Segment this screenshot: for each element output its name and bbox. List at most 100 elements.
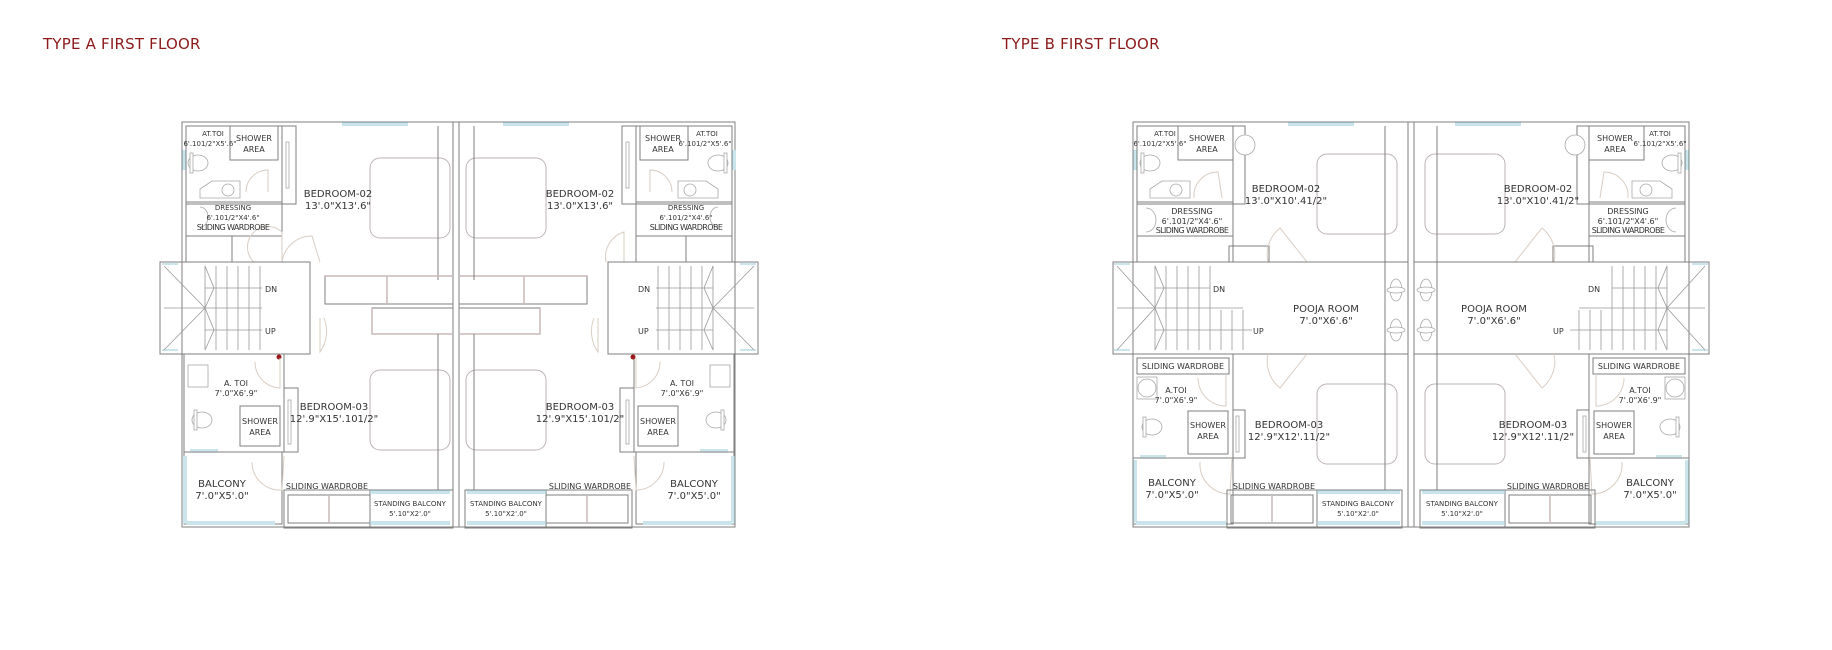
bedroom-02-label: BEDROOM-02	[304, 189, 373, 200]
shower-label-2: AREA	[1196, 145, 1218, 154]
att-toilet-size: 6'.101/2"X5'.6"	[678, 140, 731, 148]
pooja-room-label: POOJA ROOM	[1293, 304, 1359, 315]
wardrobe-top-label: SLIDING WARDROBE	[1598, 362, 1680, 371]
plan-title-type-b: TYPE B FIRST FLOOR	[1002, 35, 1160, 53]
balcony-size: 7'.0"X5'.0"	[1145, 490, 1198, 501]
a-toilet-label: A.TOI	[1165, 386, 1186, 395]
balcony-size: 7'.0"X5'.0"	[195, 491, 248, 502]
att-toilet-label: AT.TOI	[1649, 130, 1671, 138]
shower-label: SHOWER	[1189, 134, 1225, 143]
sliding-wardrobe-label: SLIDING WARDROBE	[1507, 482, 1589, 491]
standing-balcony-size: 5'.10"X2'.0"	[1337, 510, 1379, 518]
standing-balcony-size: 5'.10"X2'.0"	[1441, 510, 1483, 518]
pooja-room-size: 7'.0"X6'.6"	[1467, 316, 1520, 327]
bedroom-02-label: BEDROOM-02	[1252, 184, 1321, 195]
type-a-plan: AT.TOI 6'.101/2"X5'.6" SHOWER AREA DRESS…	[159, 121, 759, 529]
pooja-room-size: 7'.0"X6'.6"	[1299, 316, 1352, 327]
a-toilet-size: 7'.0"X6'.9"	[215, 389, 258, 398]
shower-label: SHOWER	[1597, 134, 1633, 143]
pooja-room-label: POOJA ROOM	[1461, 304, 1527, 315]
bedroom-03-label: BEDROOM-03	[300, 402, 369, 413]
wardrobe-top-label: SLIDING WARDROBE	[1142, 362, 1224, 371]
bedroom-03-size: 12'.9"X12'.11/2"	[1492, 432, 1574, 443]
sliding-wardrobe-label: SLIDING WARDROBE	[1592, 226, 1665, 235]
sliding-wardrobe-label: SLIDING WARDROBE	[1156, 226, 1229, 235]
shower-label-2: AREA	[652, 145, 674, 154]
stair-dn-label: DN	[265, 285, 277, 294]
shower-bottom-label: SHOWER	[640, 417, 676, 426]
standing-balcony-size: 5'.10"X2'.0"	[485, 510, 527, 518]
sliding-wardrobe-label: SLIDING WARDROBE	[197, 223, 270, 232]
att-toilet-label: AT.TOI	[1154, 130, 1176, 138]
balcony-label: BALCONY	[198, 479, 247, 490]
bedroom-02-label: BEDROOM-02	[1504, 184, 1573, 195]
basin-icon	[221, 183, 235, 197]
dressing-label: DRESSING	[1171, 207, 1212, 216]
stair-dn-label: DN	[1213, 285, 1225, 294]
dressing-label: DRESSING	[668, 204, 704, 212]
shower-bottom-label: SHOWER	[1190, 421, 1226, 430]
plan-title-type-a: TYPE A FIRST FLOOR	[43, 35, 201, 53]
att-toilet-label: AT.TOI	[202, 130, 224, 138]
marker-dot	[276, 354, 282, 360]
sliding-wardrobe-label: SLIDING WARDROBE	[549, 482, 631, 491]
shower-label-2: AREA	[243, 145, 265, 154]
stair-dn-label: DN	[1588, 285, 1600, 294]
dressing-size: 6'.101/2"X4'.6"	[659, 214, 712, 222]
a-toilet-label: A.TOI	[1629, 386, 1650, 395]
bedroom-03-size: 12'.9"X15'.101/2"	[536, 414, 625, 425]
a-toilet-size: 7'.0"X6'.9"	[1155, 396, 1198, 405]
standing-balcony-label: STANDING BALCONY	[1322, 500, 1395, 508]
bedroom-03-label: BEDROOM-03	[1255, 420, 1324, 431]
stair-up-label: UP	[638, 327, 649, 336]
stair-up-label: UP	[1553, 327, 1564, 336]
dressing-size: 6'.101/2"X4'.6"	[206, 214, 259, 222]
type-b-outline	[1132, 121, 1690, 528]
a-toilet-size: 7'.0"X6'.9"	[661, 389, 704, 398]
att-toilet-size: 6'.101/2"X5'.6"	[1133, 140, 1186, 148]
balcony-label: BALCONY	[1626, 478, 1675, 489]
standing-balcony-label: STANDING BALCONY	[1426, 500, 1499, 508]
standing-balcony-label: STANDING BALCONY	[374, 500, 447, 508]
shower-bottom-label-2: AREA	[1603, 432, 1625, 441]
att-toilet-label: AT.TOI	[696, 130, 718, 138]
dressing-label: DRESSING	[1607, 207, 1648, 216]
bed-icon	[369, 157, 451, 239]
shower-label: SHOWER	[645, 134, 681, 143]
a-toilet-size: 7'.0"X6'.9"	[1619, 396, 1662, 405]
stair-up-label: UP	[265, 327, 276, 336]
sliding-wardrobe-label: SLIDING WARDROBE	[286, 482, 368, 491]
att-toilet-size: 6'.101/2"X5'.6"	[1633, 140, 1686, 148]
a-toilet-label: A. TOI	[670, 379, 694, 388]
bedroom-03-label: BEDROOM-03	[1499, 420, 1568, 431]
bedroom-02-size: 13'.0"X13'.6"	[547, 201, 613, 212]
att-toilet-size: 6'.101/2"X5'.6"	[183, 140, 236, 148]
standing-balcony-size: 5'.10"X2'.0"	[389, 510, 431, 518]
balcony-label: BALCONY	[1148, 478, 1197, 489]
type-b-plan: AT.TOI 6'.101/2"X5'.6" SHOWER AREA DRESS…	[1112, 121, 1710, 529]
shower-bottom-label-2: AREA	[1197, 432, 1219, 441]
dressing-label: DRESSING	[215, 204, 251, 212]
bedroom-02-size: 13'.0"X10'.41/2"	[1497, 196, 1579, 207]
bedroom-03-size: 12'.9"X15'.101/2"	[290, 414, 379, 425]
shower-bottom-label-2: AREA	[647, 428, 669, 437]
marker-dot	[630, 354, 636, 360]
dressing-size: 6'.101/2"X4'.6"	[1598, 217, 1659, 226]
balcony-size: 7'.0"X5'.0"	[1623, 490, 1676, 501]
shower-label: SHOWER	[236, 134, 272, 143]
shower-bottom-label: SHOWER	[1596, 421, 1632, 430]
sliding-wardrobe-label: SLIDING WARDROBE	[650, 223, 723, 232]
bedroom-02-size: 13'.0"X10'.41/2"	[1245, 196, 1327, 207]
bedroom-03-label: BEDROOM-03	[546, 402, 615, 413]
standing-balcony-label: STANDING BALCONY	[470, 500, 543, 508]
bedroom-03-size: 12'.9"X12'.11/2"	[1248, 432, 1330, 443]
sliding-wardrobe-label: SLIDING WARDROBE	[1233, 482, 1315, 491]
stair-dn-label: DN	[638, 285, 650, 294]
a-toilet-label: A. TOI	[224, 379, 248, 388]
bedroom-02-size: 13'.0"X13'.6"	[305, 201, 371, 212]
door-swing	[245, 169, 269, 193]
balcony-size: 7'.0"X5'.0"	[667, 491, 720, 502]
bedroom-02-label: BEDROOM-02	[546, 189, 615, 200]
stair-up-label: UP	[1253, 327, 1264, 336]
